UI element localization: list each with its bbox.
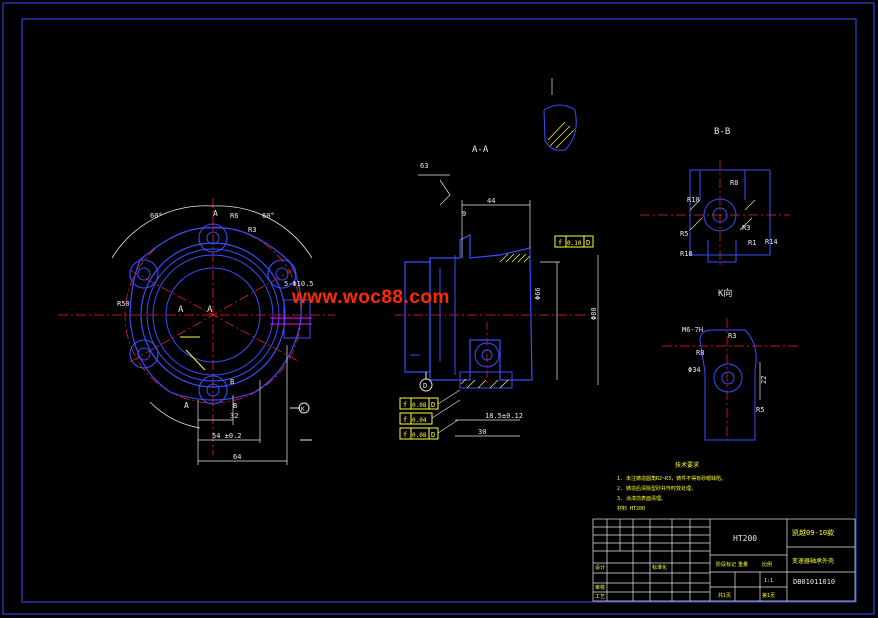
view-k-labels: K向 M6-7H R3 R8 Φ34 22 R5 <box>682 287 768 414</box>
inner-frame <box>21 18 857 603</box>
tb-part-name-1: 凯越09-10款 <box>792 528 834 537</box>
dim-r50: R50 <box>117 300 130 308</box>
section-aa-labels: A-A 63 44 9 f 0.10 D f 0.08 D f 0.04 f 0… <box>403 145 598 439</box>
dim-r6: R6 <box>230 212 238 220</box>
label-b-2: B <box>233 402 237 410</box>
dim-r3: R3 <box>248 226 256 234</box>
aa-tol2-val: 0.08 <box>412 402 427 409</box>
aa-tol1-sym: f <box>558 239 562 247</box>
bb-r14: R14 <box>765 238 778 246</box>
aa-tol1-ref: D <box>586 239 590 247</box>
title-block <box>592 518 856 602</box>
bb-r3: R3 <box>742 224 750 232</box>
label-a-bottom: A <box>184 401 189 410</box>
dim-64: 64 <box>233 453 241 461</box>
title-block-text: HT200 凯越09-10款 变速器轴承外壳 DB01011010 设计 审核 … <box>595 528 835 600</box>
tb-material: HT200 <box>733 534 757 543</box>
label-a-left: A <box>178 305 184 315</box>
title-section-aa: A-A <box>472 145 489 155</box>
bb-r18: R18 <box>680 250 693 258</box>
aa-dia80: Φ80 <box>590 307 598 320</box>
tb-part-name-2: 变速器轴承外壳 <box>792 557 834 565</box>
view-k <box>662 318 800 441</box>
notes-line-1: 1. 未注铸造圆角R2~R3，铸件不得有砂眼缺陷。 <box>617 475 726 482</box>
label-a-top: A <box>213 209 218 218</box>
aa-tol4-sym: f <box>403 431 407 439</box>
aa-tol4-ref: D <box>431 431 435 439</box>
label-b-1: B <box>230 378 234 386</box>
aa-dim-bot1: 18.5±0.12 <box>485 412 523 420</box>
tb-row-process: 工艺 <box>595 594 605 600</box>
label-a-center: A <box>207 305 213 315</box>
tb-row-check: 审核 <box>595 584 605 591</box>
aa-tol4-val: 0.08 <box>412 432 427 439</box>
aa-surface: 63 <box>420 162 428 170</box>
watermark-text: www.woc88.com <box>292 287 450 308</box>
tb-cell-stage: 阶段标记 <box>716 561 736 568</box>
tech-notes: 技术要求 1. 未注铸造圆角R2~R3，铸件不得有砂眼缺陷。 2. 铸造后清除型… <box>617 461 726 512</box>
section-aa <box>395 174 599 440</box>
tb-cell-weight: 重量 <box>738 561 748 568</box>
dim-angle-left: 60° <box>150 212 163 220</box>
bb-r5: R5 <box>680 230 688 238</box>
dim-54: 54 ±0.2 <box>212 432 242 440</box>
title-view-k: K向 <box>718 287 732 299</box>
aa-tol2-ref: D <box>431 401 435 409</box>
notes-line-4: 材料 HT200 <box>617 505 645 512</box>
dim-32: 32 <box>230 412 238 420</box>
aa-dia66: Φ66 <box>534 287 542 300</box>
aa-tol3-sym: f <box>403 416 407 424</box>
section-bb-labels: B-B R10 R8 R3 R5 R18 R14 R1 <box>680 127 778 258</box>
bb-r1: R1 <box>748 239 756 247</box>
bb-r10: R10 <box>687 196 700 204</box>
notes-title: 技术要求 <box>675 461 699 469</box>
aa-tol2-sym: f <box>403 401 407 409</box>
notes-line-3: 3. 涂漆前表面清理。 <box>617 495 666 502</box>
tb-cell-total: 共1页 <box>718 592 731 599</box>
tb-cell-sheet: 第1页 <box>762 592 775 599</box>
dim-angle-right: 60° <box>262 212 275 220</box>
tb-scale: 1:1 <box>764 578 773 584</box>
title-section-bb: B-B <box>714 127 730 137</box>
mark-k: K <box>301 406 305 413</box>
k-dim22: 22 <box>760 376 768 384</box>
k-r8: R8 <box>696 349 704 357</box>
front-view-labels: A A A A B B R50 60° 60° R6 R3 5-Φ10.5 32… <box>117 209 314 461</box>
k-thread: M6-7H <box>682 326 703 334</box>
bb-r8: R8 <box>730 179 738 187</box>
section-bb <box>640 160 790 265</box>
k-r5: R5 <box>756 406 764 414</box>
aa-datum: D <box>423 382 427 390</box>
aa-dim44: 44 <box>487 197 495 205</box>
tb-cell-std: 标准化 <box>652 564 667 571</box>
aa-dim-bot2: 30 <box>478 428 486 436</box>
tb-row-design: 设计 <box>595 564 605 571</box>
front-view <box>58 198 335 465</box>
tb-cell-scale-label: 比例 <box>762 561 772 568</box>
dim-holes: 5-Φ10.5 <box>284 280 314 288</box>
k-r3-a: R3 <box>728 332 736 340</box>
detail-view <box>543 78 577 151</box>
tb-drawing-no: DB01011010 <box>793 578 835 586</box>
aa-tol3-val: 0.04 <box>412 417 427 424</box>
notes-line-2: 2. 铸造后清除型砂并作时效处理。 <box>617 485 696 492</box>
aa-dim9: 9 <box>462 210 466 218</box>
aa-tol1-val: 0.10 <box>567 240 582 247</box>
k-dia34: Φ34 <box>688 366 701 374</box>
